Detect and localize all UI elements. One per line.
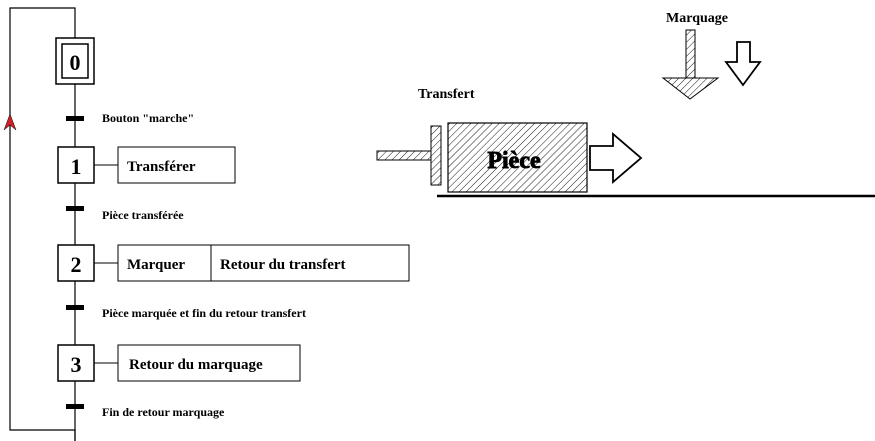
return-arrow-icon: [3, 113, 17, 131]
step-3-action-1: Retour du marquage: [129, 357, 263, 373]
marking-label: Marquage: [666, 11, 728, 26]
marking-rod: [685, 29, 696, 79]
transfer-label: Transfert: [418, 87, 475, 102]
step-1-number: 1: [71, 154, 82, 179]
step-2-action-box-2: [210, 244, 410, 282]
step-1: 1 Transférer: [57, 146, 236, 184]
step-0-number: 0: [70, 50, 81, 75]
step-1-action-1: Transférer: [127, 159, 196, 175]
step-2-action-1: Marquer: [127, 257, 185, 273]
step-3: 3 Retour du marquage: [57, 344, 301, 382]
step-2-action-box-1: [117, 244, 212, 282]
system-sketch: Transfert Pièce Marquage: [376, 11, 875, 198]
transfer-rod: [376, 150, 432, 161]
transition-2-bar: [66, 305, 84, 310]
transfer-plate: [430, 125, 442, 186]
transition-3-bar: [66, 404, 84, 409]
marking-direction-arrow-icon: [724, 41, 762, 87]
transition-1-bar: [66, 206, 84, 211]
transition-3-label: Fin de retour marquage: [102, 405, 225, 419]
step-2: 2 Marquer Retour du transfert: [57, 244, 410, 282]
workpiece: [447, 122, 588, 193]
marking-tip: [661, 77, 720, 100]
transition-0-bar: [66, 116, 84, 121]
transition-0-label: Bouton "marche": [102, 111, 194, 125]
transition-1-label: Pièce transférée: [102, 208, 184, 222]
step-1-action-box: [117, 146, 236, 184]
transfer-direction-arrow-icon: [589, 132, 643, 184]
step-3-action-box: [117, 344, 301, 382]
step-3-number: 3: [71, 352, 82, 377]
transition-2-label: Pièce marquée et fin du retour transfert: [102, 306, 306, 320]
workpiece-label: Pièce: [487, 148, 541, 174]
step-2-action-2: Retour du transfert: [220, 257, 346, 273]
step-2-number: 2: [71, 252, 82, 277]
grafcet: 0 Bouton "marche" 1 Transférer Pièce tra…: [3, 7, 410, 441]
step-0: 0: [55, 37, 95, 85]
